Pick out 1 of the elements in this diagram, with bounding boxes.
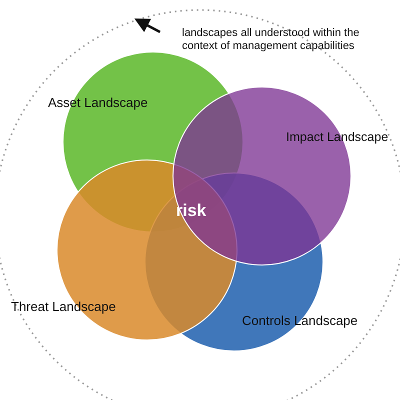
note-text: landscapes all understood within the context of management capabilities — [182, 27, 360, 54]
